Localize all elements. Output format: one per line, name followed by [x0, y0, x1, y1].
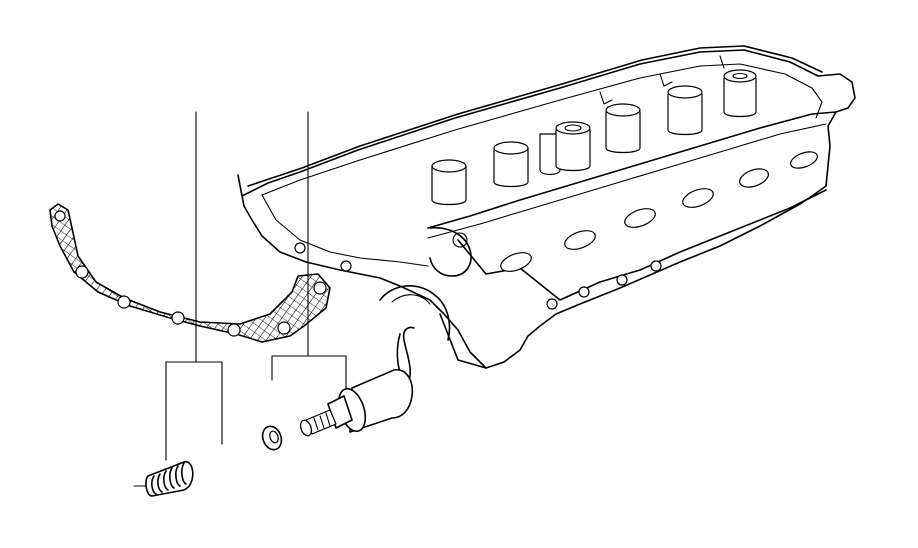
sealing-ring [261, 425, 283, 451]
cam-bores [431, 69, 757, 206]
cylinder-head [237, 45, 856, 369]
compression-spring [145, 461, 194, 497]
port-row [500, 151, 818, 272]
leader-lines [133, 111, 347, 487]
gasket [49, 203, 331, 343]
bolt-bosses [294, 242, 662, 310]
vanos-solenoid [299, 326, 415, 437]
